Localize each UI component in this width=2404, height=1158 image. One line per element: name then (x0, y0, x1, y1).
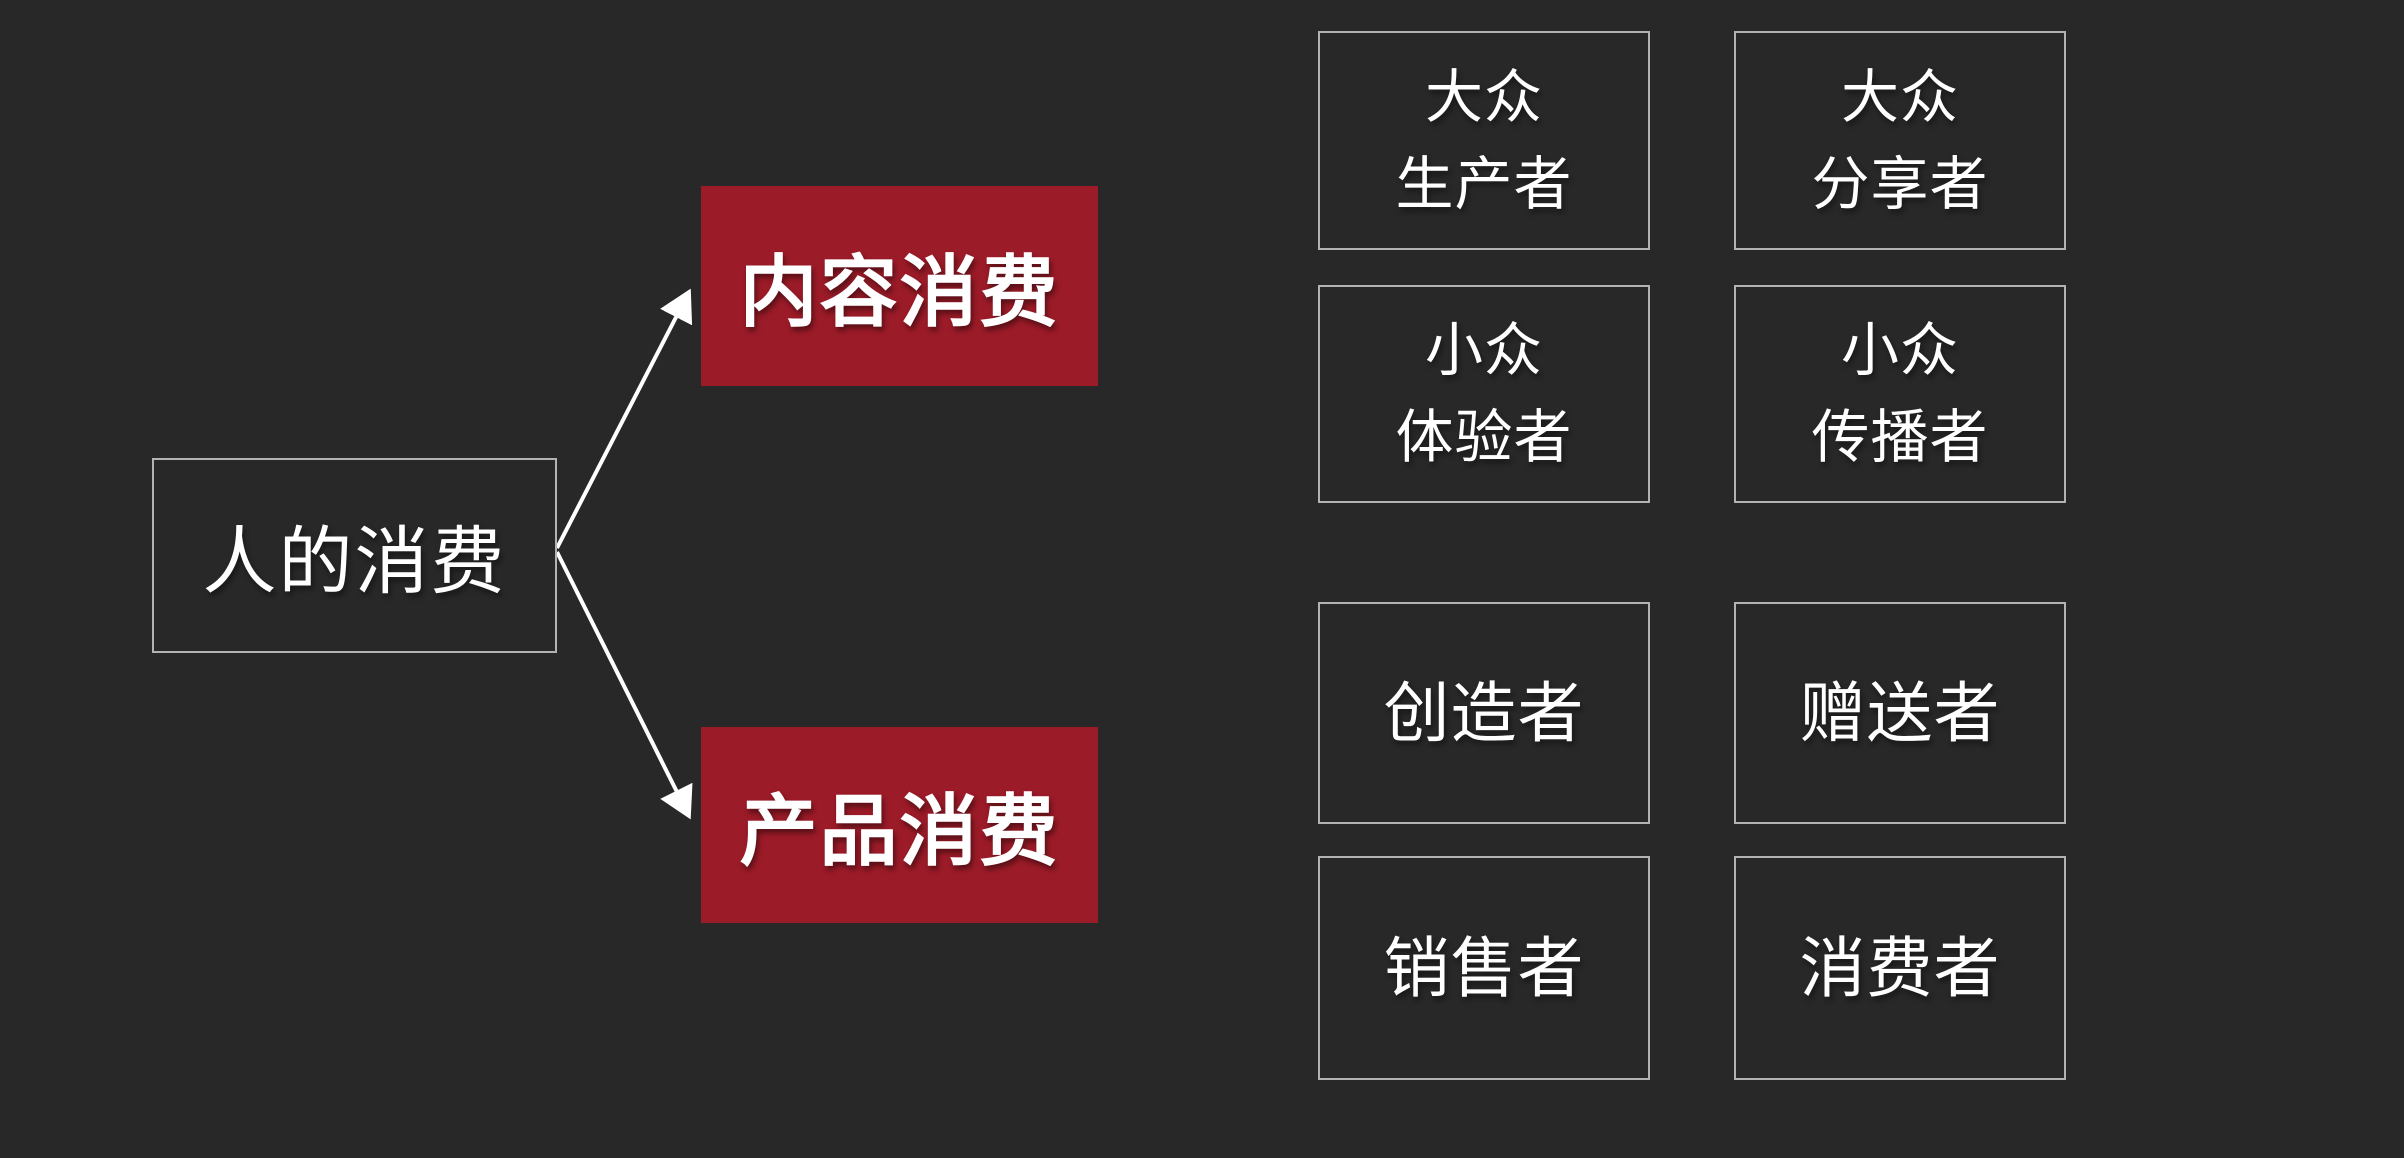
root-node-consumption[interactable]: 人的消费 (152, 458, 557, 653)
root-node-label: 人的消费 (202, 520, 507, 603)
role-label-line1: 小众 (1840, 318, 1959, 383)
role-label: 创造者 (1383, 675, 1585, 750)
role-label-line2: 体验者 (1395, 405, 1573, 470)
branch-content-label: 内容消费 (739, 248, 1060, 336)
role-box-mass-sharer[interactable]: 大众 分享者 (1734, 31, 2066, 250)
role-box-gifter[interactable]: 赠送者 (1734, 602, 2066, 824)
role-label-line2: 传播者 (1811, 405, 1989, 470)
branch-node-product-consumption[interactable]: 产品消费 (701, 727, 1098, 923)
arrow-to-content (555, 288, 693, 549)
role-label: 消费者 (1799, 930, 2001, 1005)
role-box-seller[interactable]: 销售者 (1318, 856, 1650, 1080)
role-box-consumer[interactable]: 消费者 (1734, 856, 2066, 1080)
role-label-line2: 分享者 (1811, 151, 1989, 217)
role-box-niche-spreader[interactable]: 小众 传播者 (1734, 285, 2066, 503)
branch-product-label: 产品消费 (739, 787, 1060, 875)
role-label: 销售者 (1383, 930, 1585, 1005)
role-label-line1: 大众 (1840, 64, 1959, 130)
role-box-niche-experiencer[interactable]: 小众 体验者 (1318, 285, 1650, 503)
role-box-creator[interactable]: 创造者 (1318, 602, 1650, 824)
role-label-line1: 小众 (1424, 318, 1543, 383)
branch-node-content-consumption[interactable]: 内容消费 (701, 186, 1098, 386)
arrow-to-product (555, 551, 693, 820)
role-box-mass-producer[interactable]: 大众 生产者 (1318, 31, 1650, 250)
role-label-line1: 大众 (1424, 64, 1543, 130)
role-label-line2: 生产者 (1395, 151, 1573, 217)
role-label: 赠送者 (1799, 675, 2001, 750)
